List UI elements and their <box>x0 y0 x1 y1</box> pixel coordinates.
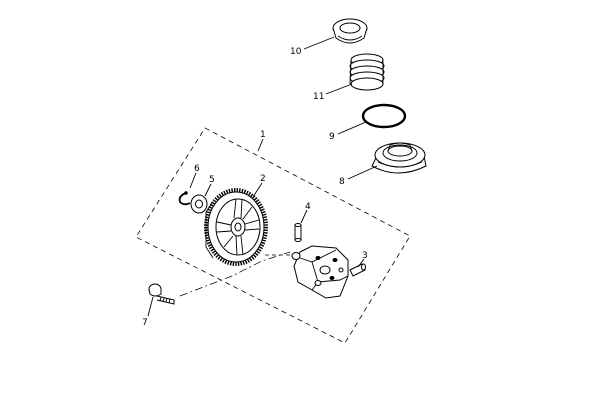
part-housing-cap <box>371 142 427 174</box>
leader-3 <box>357 258 365 268</box>
leader-6 <box>189 172 197 189</box>
leader-10 <box>303 36 335 50</box>
leader-11 <box>325 83 353 95</box>
leader-2 <box>252 182 263 198</box>
callout-label-7: 7 <box>142 318 148 328</box>
leader-4 <box>300 209 308 224</box>
callout-label-5: 5 <box>209 175 215 185</box>
part-cap <box>332 18 368 44</box>
callout-label-8: 8 <box>339 177 345 187</box>
part-pump-body <box>291 245 349 299</box>
callout-label-9: 9 <box>329 132 335 142</box>
assembly-boundary-dashed <box>135 127 411 344</box>
assembly-axis-line <box>179 251 291 297</box>
leader-7 <box>147 296 154 317</box>
part-spring <box>349 53 385 91</box>
callout-label-2: 2 <box>260 174 266 184</box>
part-pin-horizontal <box>349 263 366 277</box>
callout-label-3: 3 <box>362 251 368 261</box>
part-snap-ring <box>178 191 191 206</box>
callout-label-1: 1 <box>260 130 266 140</box>
callout-label-11: 11 <box>313 92 324 102</box>
part-o-ring <box>361 103 407 129</box>
callout-label-4: 4 <box>305 202 311 212</box>
part-washer <box>190 194 208 214</box>
part-screw <box>148 283 175 305</box>
part-gear <box>204 188 268 266</box>
callout-label-6: 6 <box>194 164 200 174</box>
leader-5 <box>204 183 212 197</box>
part-pin-vertical <box>294 223 302 242</box>
leader-1 <box>257 138 264 152</box>
callout-label-10: 10 <box>290 47 302 57</box>
leader-8 <box>347 165 378 180</box>
leader-9 <box>337 121 367 135</box>
